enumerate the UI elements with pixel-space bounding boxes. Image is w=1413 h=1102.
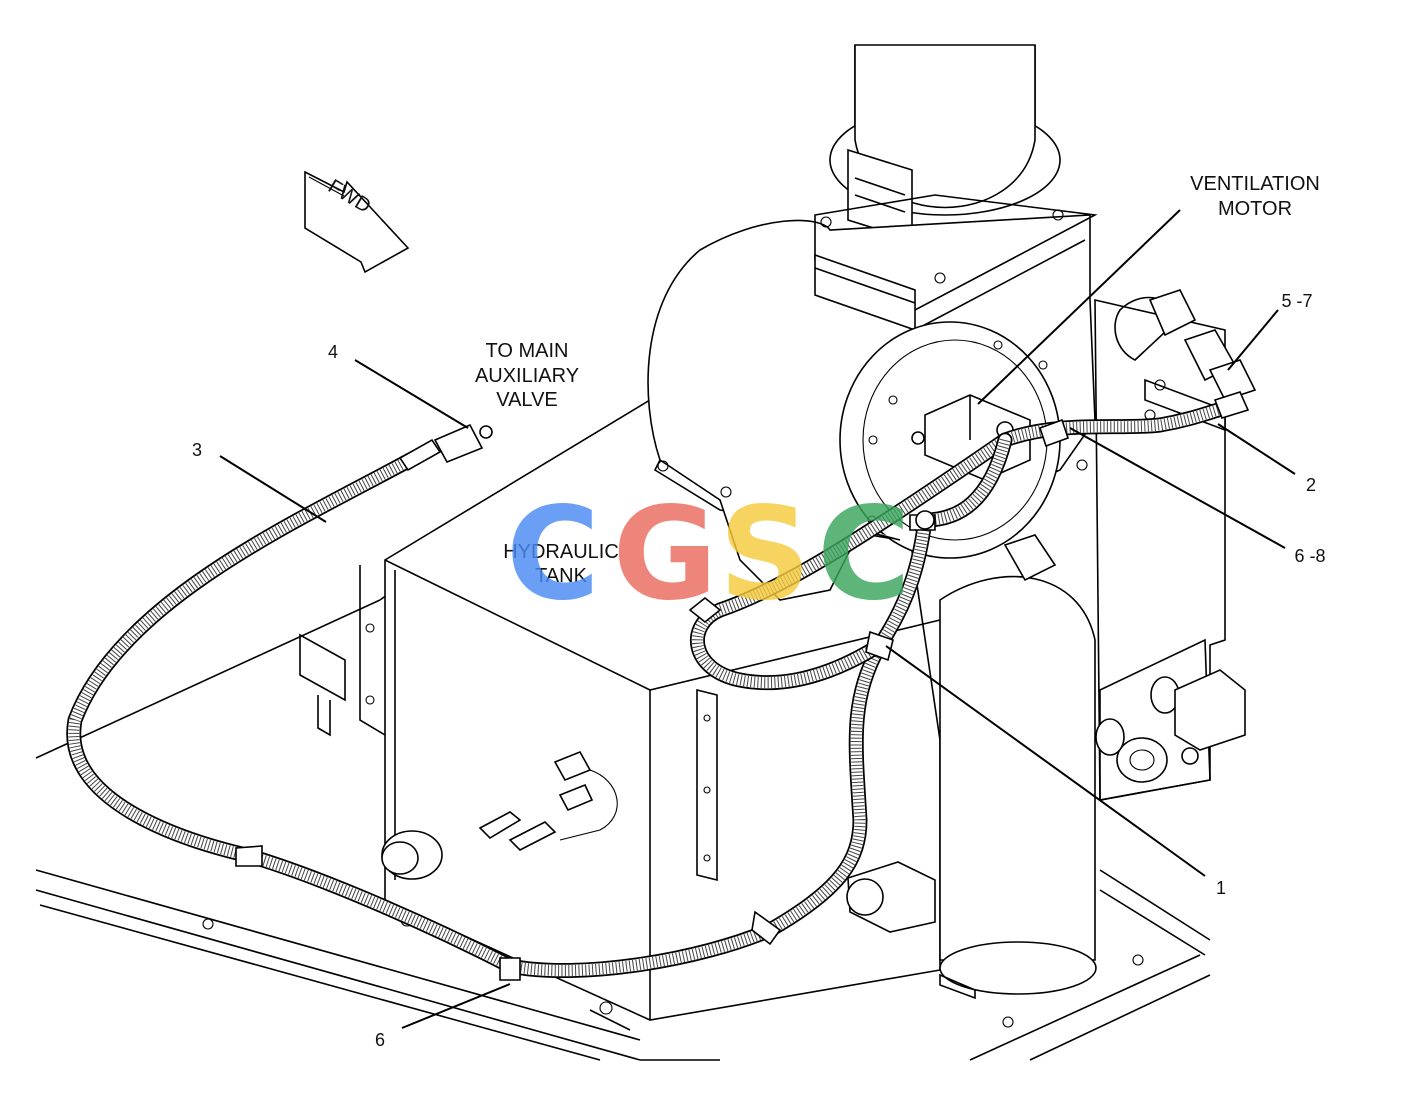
hose-short: [917, 432, 1013, 528]
callout-numbers: 4 3 5 -7 2 6 -8 1 6: [192, 291, 1326, 1050]
callout-5-7: 5 -7: [1281, 291, 1312, 311]
return-pipe: [939, 575, 1097, 1000]
ventilation-motor-label-1: VENTILATION: [1190, 173, 1320, 195]
watermark-letter-s: S: [719, 480, 811, 629]
to-main-label-1: TO MAIN: [486, 340, 569, 362]
callout-3: 3: [192, 440, 202, 460]
ventilation-motor-label-2: MOTOR: [1218, 198, 1292, 220]
hose-3: [66, 452, 778, 979]
hydraulic-tank-label-2: TANK: [535, 565, 588, 587]
watermark: C G S C: [506, 480, 911, 629]
to-main-label-3: VALVE: [496, 389, 558, 411]
hose-fittings: [235, 391, 1250, 981]
fwd-arrow: FWD: [304, 170, 410, 274]
hose-loop: [689, 400, 1233, 691]
hose-1: [762, 512, 933, 938]
top-duct: [829, 44, 1061, 242]
to-main-label-2: AUXILIARY: [475, 365, 579, 387]
callout-6-8: 6 -8: [1294, 546, 1325, 566]
hydraulic-tank-label-1: HYDRAULIC: [503, 541, 619, 563]
callout-4: 4: [328, 342, 338, 362]
callout-1: 1: [1216, 878, 1226, 898]
text-labels: VENTILATION MOTOR TO MAIN AUXILIARY VALV…: [475, 173, 1320, 587]
leader-lines: [219, 209, 1296, 1029]
callout-2: 2: [1306, 475, 1316, 495]
watermark-letter-c2: C: [817, 480, 911, 629]
callout-6: 6: [375, 1030, 385, 1050]
watermark-letter-c: C: [506, 480, 600, 629]
watermark-letter-g: G: [612, 480, 717, 629]
